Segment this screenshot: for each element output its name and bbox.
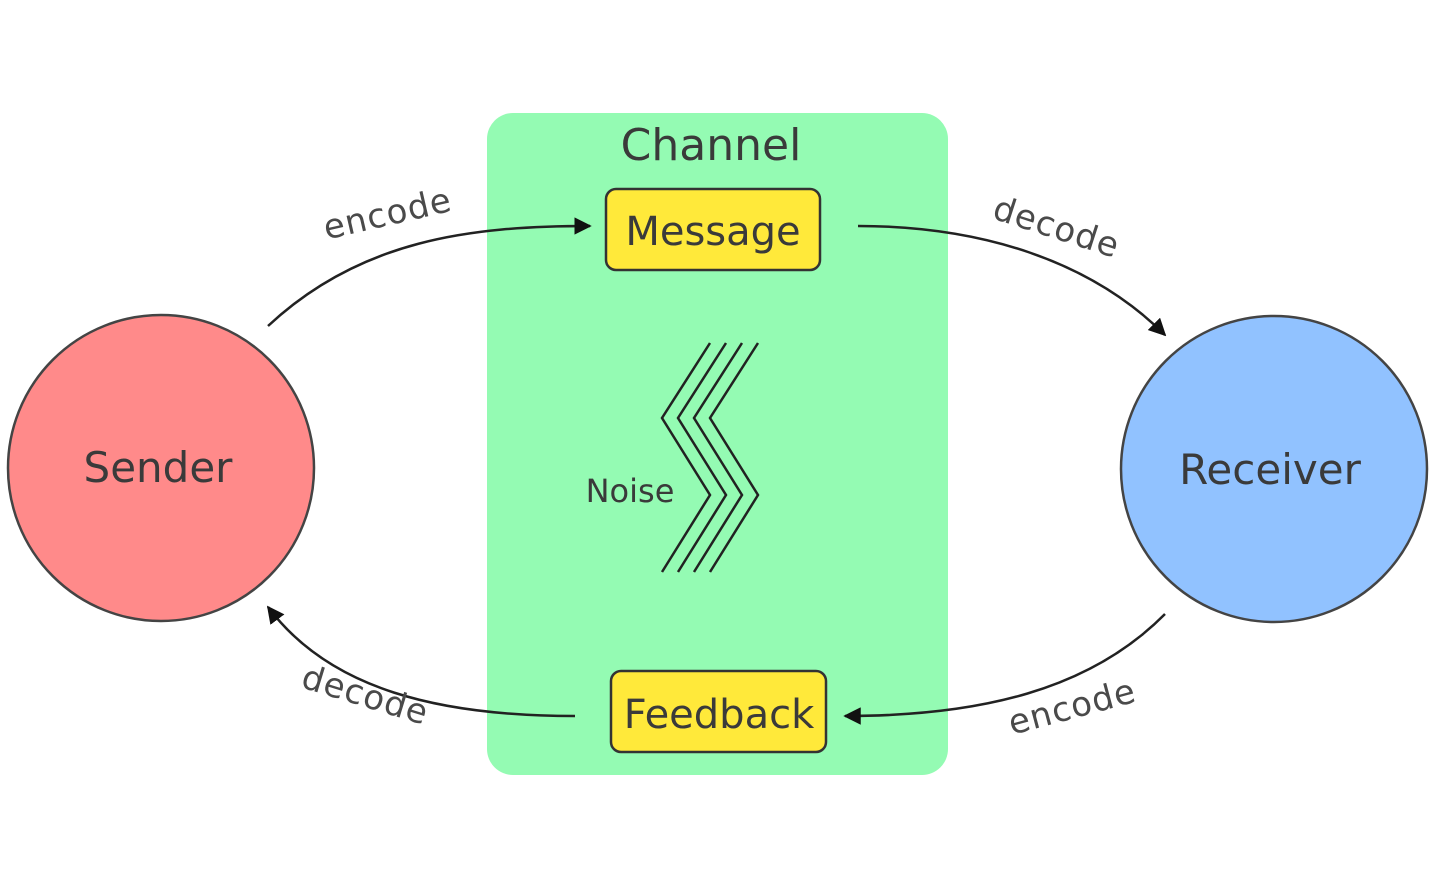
feedback-node: Feedback	[609, 669, 828, 754]
edge-sender-to-message	[267, 217, 592, 327]
sender-node: Sender	[6, 313, 316, 623]
edge-label-decode-top: decode	[988, 188, 1124, 266]
edge-label-encode-top: encode	[319, 180, 455, 248]
sender-circle	[6, 313, 316, 623]
channel-title: Channel	[621, 120, 802, 171]
feedback-label: Feedback	[624, 692, 815, 738]
receiver-node: Receiver	[1119, 314, 1429, 624]
noise-label: Noise	[586, 472, 675, 510]
message-box	[604, 187, 822, 272]
edge-label-decode-bottom: decode	[297, 657, 433, 733]
edge-receiver-to-feedback	[843, 613, 1166, 725]
edges	[266, 217, 1167, 725]
edge-message-to-receiver	[857, 224, 1167, 337]
edge-feedback-to-sender	[266, 605, 576, 718]
receiver-label: Receiver	[1179, 445, 1361, 494]
receiver-circle	[1119, 314, 1429, 624]
channel-background	[487, 113, 948, 775]
channel-box: Channel	[487, 113, 948, 775]
message-node: Message	[604, 187, 822, 272]
sender-label: Sender	[84, 443, 234, 492]
message-label: Message	[625, 209, 800, 255]
edge-label-encode-bottom: encode	[1004, 671, 1140, 743]
noise-icon	[660, 342, 760, 573]
noise-symbol: Noise	[586, 342, 760, 573]
feedback-box	[609, 669, 828, 754]
